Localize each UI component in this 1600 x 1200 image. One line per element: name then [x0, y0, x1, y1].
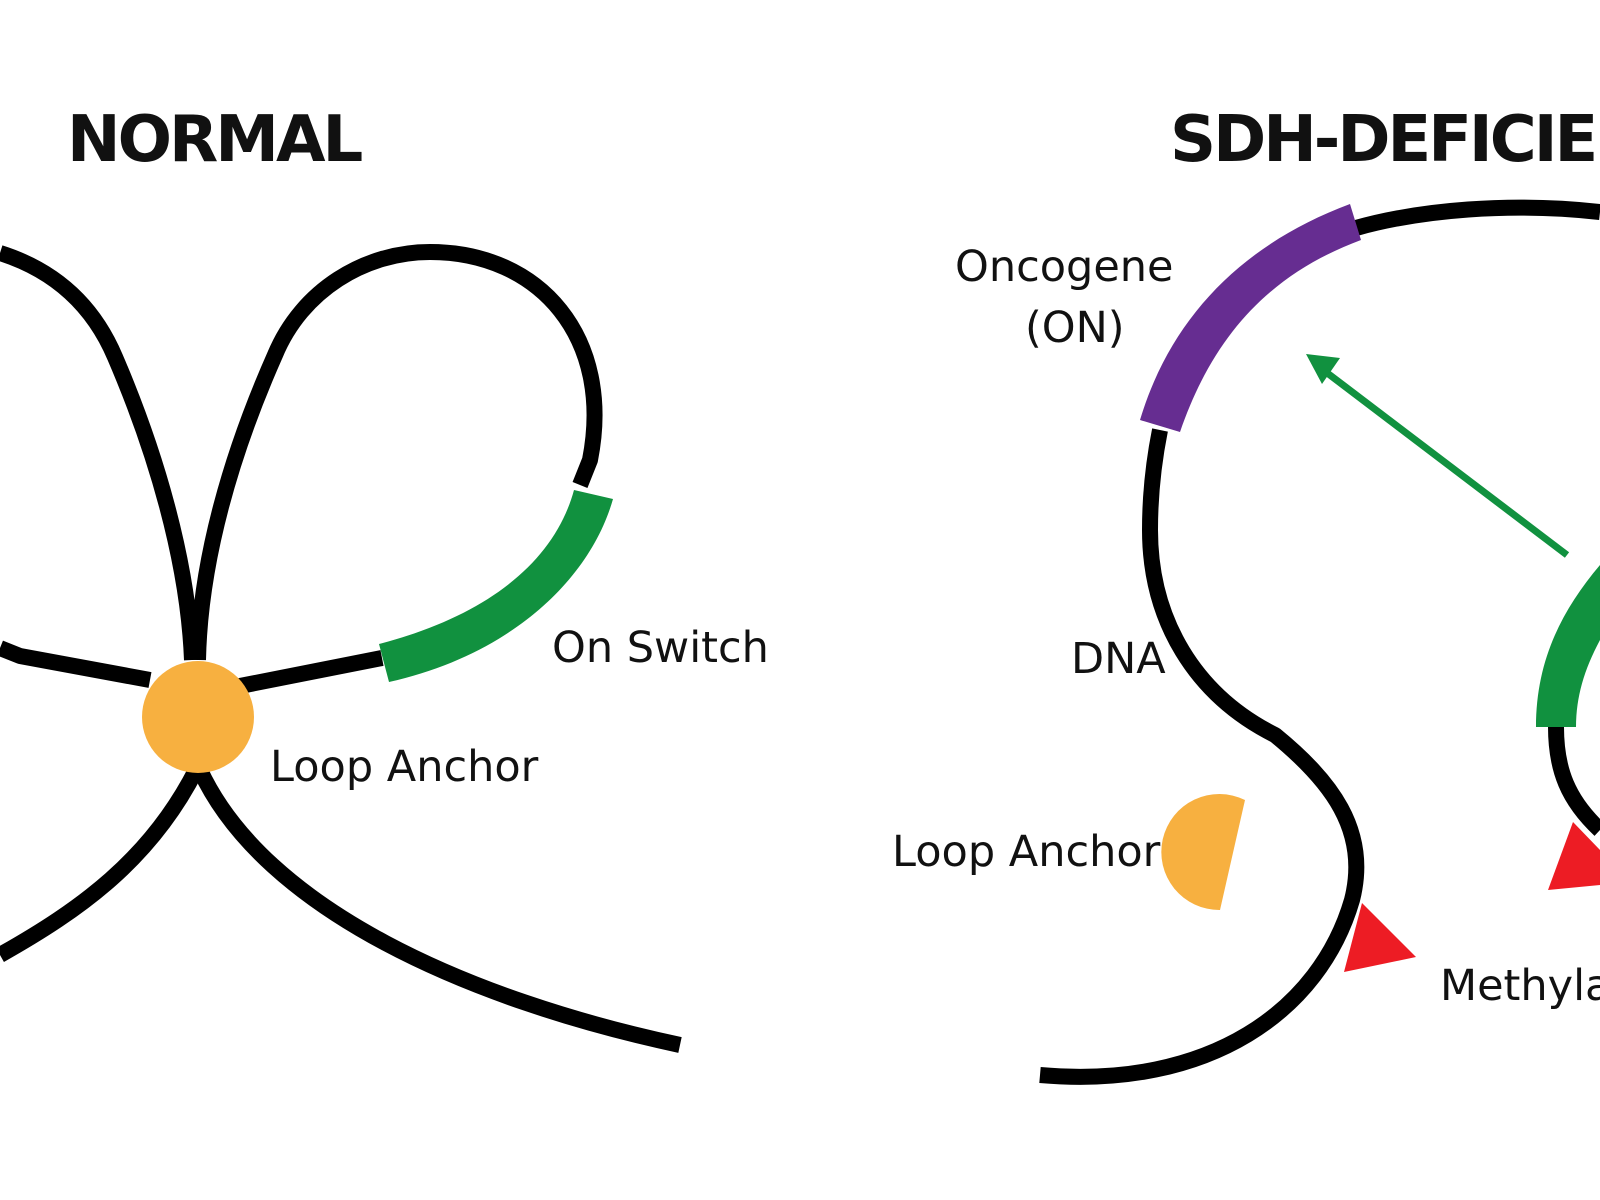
- on-switch-label: On Switch: [552, 623, 769, 673]
- methylation-triangle-icon-right: [1548, 822, 1600, 890]
- dna-strand-upper-left: [0, 245, 200, 661]
- activation-arrow-icon: [1306, 354, 1570, 558]
- dna-strand-right: [238, 650, 384, 694]
- on-switch-segment-right: [1536, 565, 1600, 727]
- oncogene-label-line2: (ON): [1025, 303, 1125, 353]
- normal-loop-anchor-label: Loop Anchor: [270, 742, 539, 792]
- on-switch-segment: [379, 490, 613, 682]
- sdh-deficient-panel: SDH-DEFICIENT Oncogene (ON) DNA Loop Anc…: [892, 103, 1600, 1085]
- methylation-label: Methylation: [1440, 961, 1600, 1011]
- methylation-triangle-icon: [1344, 903, 1416, 972]
- loop-anchor-circle-icon: [142, 661, 254, 773]
- sdh-deficient-panel-title: SDH-DEFICIENT: [1170, 103, 1600, 177]
- dna-strand-right-loop: [1548, 726, 1600, 836]
- broken-loop-anchor-icon: [1161, 794, 1245, 911]
- dna-strand-lower-left: [0, 766, 204, 962]
- dna-label: DNA: [1071, 634, 1166, 684]
- sdh-loop-anchor-label: Loop Anchor: [892, 827, 1161, 877]
- oncogene-label-line1: Oncogene: [955, 242, 1174, 292]
- dna-strand-top: [1353, 199, 1600, 236]
- dna-strand-lower-right: [192, 766, 682, 1053]
- dna-strand-main: [1039, 428, 1365, 1085]
- normal-panel: NORMAL On Switch Loop Anchor: [0, 103, 769, 1053]
- oncogene-segment: [1140, 204, 1361, 432]
- normal-panel-title: NORMAL: [67, 103, 362, 177]
- dna-strand-loop: [190, 244, 603, 661]
- dna-strand-left: [0, 640, 152, 688]
